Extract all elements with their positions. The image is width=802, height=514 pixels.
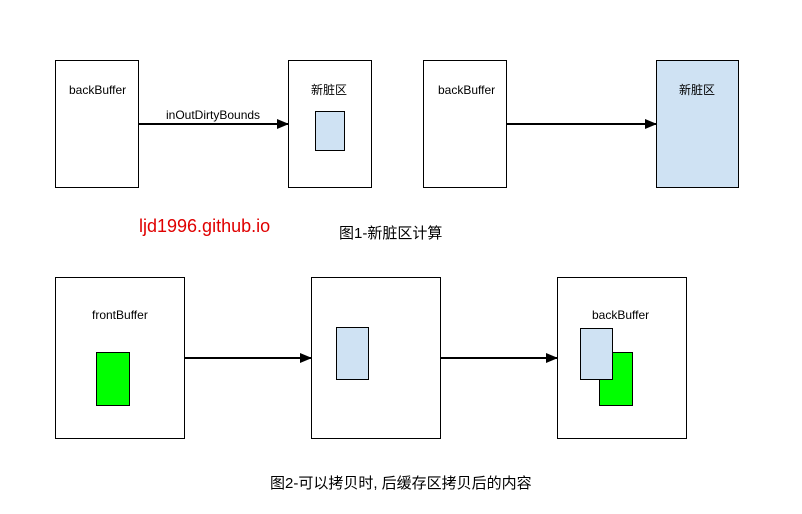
backbuffer-box-left: backBuffer bbox=[55, 60, 139, 188]
new-dirty-region-full-box: 新脏区 bbox=[656, 60, 739, 188]
frontbuffer-label: frontBuffer bbox=[92, 308, 148, 322]
new-dirty-region-full-label: 新脏区 bbox=[679, 83, 716, 97]
dirty-region-box bbox=[311, 277, 441, 439]
watermark-text: ljd1996.github.io bbox=[139, 216, 271, 236]
arrow-label-inoutdirtybounds: inOutDirtyBounds bbox=[166, 108, 261, 122]
new-dirty-region-box: 新脏区 bbox=[288, 60, 372, 188]
backbuffer-result-box: backBuffer bbox=[557, 277, 687, 439]
front-content-rect bbox=[96, 352, 130, 406]
new-dirty-region-label: 新脏区 bbox=[311, 83, 348, 97]
backbuffer-result-label: backBuffer bbox=[592, 308, 650, 322]
backbuffer-box-right: backBuffer bbox=[423, 60, 507, 188]
frontbuffer-box: frontBuffer bbox=[55, 277, 185, 439]
dirty-region-rect-2 bbox=[336, 327, 369, 380]
backbuffer-label-right: backBuffer bbox=[438, 83, 496, 97]
figure1-caption: 图1-新脏区计算 bbox=[339, 225, 443, 242]
dirty-region-rect-3 bbox=[580, 328, 613, 380]
backbuffer-label: backBuffer bbox=[69, 83, 127, 97]
figure2-caption: 图2-可以拷贝时, 后缓存区拷贝后的内容 bbox=[270, 475, 532, 492]
dirty-region-rect bbox=[315, 111, 345, 151]
